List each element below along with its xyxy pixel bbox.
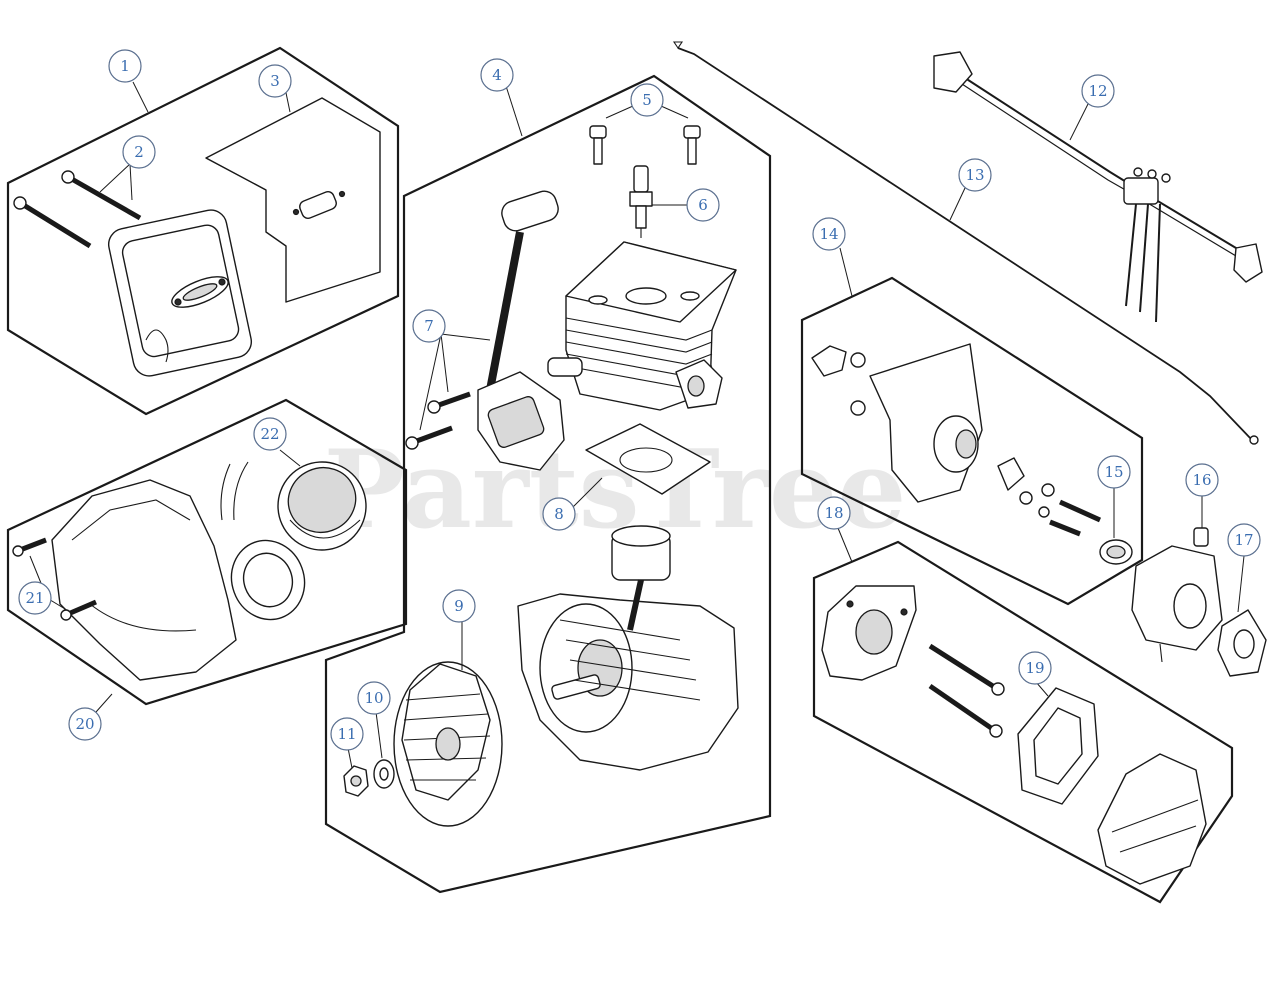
panel-carb-mount [800, 276, 1144, 606]
panel-engine [324, 74, 772, 894]
air-filter-base [821, 585, 917, 681]
callout-6: 6 [686, 188, 720, 222]
callout-1: 1 [108, 49, 142, 83]
callout-5: 5 [630, 83, 664, 117]
svg-text:8: 8 [554, 505, 564, 523]
throttle-cable [672, 41, 1259, 445]
svg-text:10: 10 [364, 689, 383, 707]
callout-3: 3 [258, 64, 292, 98]
callout-15: 15 [1097, 455, 1131, 489]
svg-text:15: 15 [1104, 463, 1123, 481]
callout-7: 7 [412, 309, 446, 343]
coil-screws [405, 391, 471, 450]
carburetor-mount [811, 343, 1102, 537]
cylinder-gasket [585, 423, 711, 495]
svg-text:5: 5 [642, 91, 652, 109]
spark-plug [629, 165, 653, 238]
ignition-coil [477, 190, 565, 471]
callout-21: 21 [18, 581, 52, 615]
svg-text:14: 14 [819, 225, 838, 243]
callout-19: 19 [1018, 651, 1052, 685]
callout-2: 2 [122, 135, 156, 169]
callout-20: 20 [68, 707, 102, 741]
callout-11: 11 [330, 717, 364, 751]
svg-text:4: 4 [492, 66, 502, 84]
air-filter-bolts [928, 643, 1005, 738]
svg-text:9: 9 [454, 597, 464, 615]
callout-16: 16 [1185, 463, 1219, 497]
svg-text:21: 21 [25, 589, 44, 607]
svg-text:3: 3 [270, 72, 280, 90]
air-filter-cover [1097, 753, 1207, 885]
callout-13: 13 [958, 158, 992, 192]
callout-9: 9 [442, 589, 476, 623]
carburetor [1131, 527, 1223, 663]
cylinder [547, 241, 737, 411]
svg-text:18: 18 [824, 504, 843, 522]
svg-text:1: 1 [120, 57, 130, 75]
flywheel [393, 661, 503, 827]
callout-12: 12 [1081, 74, 1115, 108]
svg-text:16: 16 [1192, 471, 1211, 489]
callout-22: 22 [253, 417, 287, 451]
fuel-cap [277, 461, 367, 551]
panel-air-filter [812, 540, 1234, 904]
nut [343, 765, 369, 797]
svg-text:13: 13 [965, 166, 984, 184]
panel-muffler [6, 46, 400, 416]
primer-bulb [1099, 539, 1133, 565]
callout-18: 18 [817, 496, 851, 530]
svg-text:17: 17 [1234, 531, 1253, 549]
leader-lines [29, 81, 1245, 769]
air-filter-element [1017, 687, 1099, 805]
heat-shield [205, 97, 381, 303]
crankcase-with-piston [517, 525, 739, 771]
svg-text:6: 6 [698, 196, 708, 214]
muffler-bolts [13, 170, 142, 249]
svg-text:22: 22 [260, 425, 279, 443]
svg-text:19: 19 [1025, 659, 1044, 677]
svg-text:20: 20 [75, 715, 94, 733]
carburetor-gasket [1217, 609, 1267, 677]
wiring-harness [933, 51, 1263, 323]
panel-tank [6, 398, 408, 706]
svg-text:7: 7 [424, 317, 434, 335]
fuel-tank [51, 461, 306, 681]
svg-text:11: 11 [337, 725, 356, 743]
muffler-cover [107, 209, 253, 377]
callout-17: 17 [1227, 523, 1261, 557]
washer [373, 759, 395, 789]
svg-text:12: 12 [1088, 82, 1107, 100]
callout-10: 10 [357, 681, 391, 715]
tank-screws [12, 537, 97, 621]
callout-14: 14 [812, 217, 846, 251]
callout-8: 8 [542, 497, 576, 531]
callout-4: 4 [480, 58, 514, 92]
cylinder-screws [589, 125, 701, 165]
svg-text:2: 2 [134, 143, 144, 161]
